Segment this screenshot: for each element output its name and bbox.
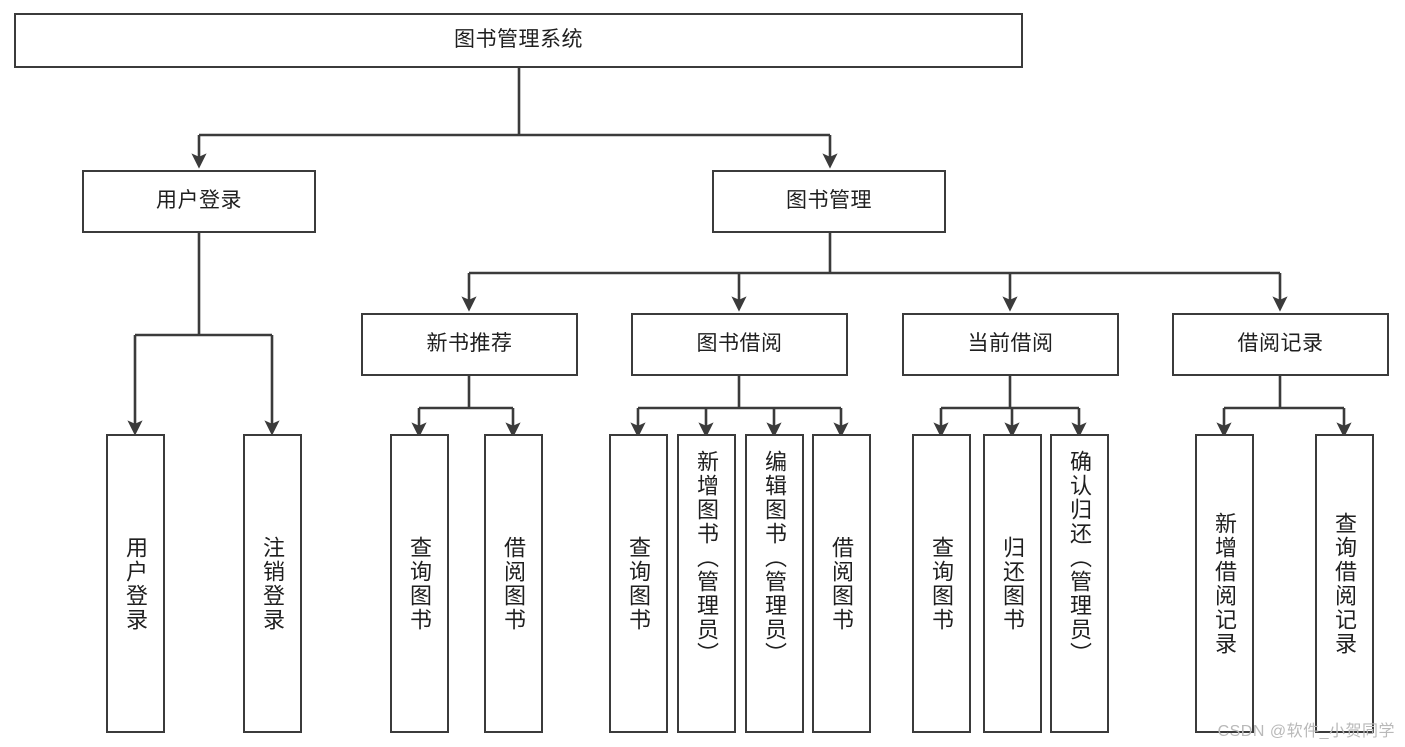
node-label: 借阅图书: [501, 535, 527, 632]
leaf-current-borrow-query-book[interactable]: 查询图书: [912, 434, 971, 733]
node-label: 查询图书: [929, 535, 955, 632]
leaf-book-borrow-borrow-book[interactable]: 借阅图书: [812, 434, 871, 733]
node-label: 确认归还（管理员）: [1067, 450, 1093, 666]
node-label: 新书推荐: [426, 332, 513, 356]
node-label: 归还图书: [1000, 535, 1026, 632]
node-current-borrow[interactable]: 当前借阅: [902, 313, 1119, 376]
leaf-current-borrow-return-book[interactable]: 归还图书: [983, 434, 1042, 733]
leaf-borrow-record-add-record[interactable]: 新增借阅记录: [1195, 434, 1254, 733]
node-user-login[interactable]: 用户登录: [82, 170, 316, 233]
leaf-user-login-login[interactable]: 用户登录: [106, 434, 165, 733]
node-borrow-record[interactable]: 借阅记录: [1172, 313, 1389, 376]
node-label: 图书借阅: [696, 332, 783, 356]
node-book-management[interactable]: 图书管理: [712, 170, 946, 233]
node-label: 借阅图书: [829, 535, 855, 632]
node-label: 图书管理系统: [454, 28, 583, 52]
node-label: 用户登录: [156, 189, 242, 213]
node-label: 查询图书: [626, 535, 652, 632]
leaf-current-borrow-confirm-return-admin[interactable]: 确认归还（管理员）: [1050, 434, 1109, 733]
leaf-user-login-logout[interactable]: 注销登录: [243, 434, 302, 733]
node-book-borrow[interactable]: 图书借阅: [631, 313, 848, 376]
node-label: 借阅记录: [1237, 332, 1324, 356]
node-new-book-recommend[interactable]: 新书推荐: [361, 313, 578, 376]
node-label: 查询图书: [407, 535, 433, 632]
node-label: 查询借阅记录: [1332, 511, 1358, 656]
leaf-book-borrow-edit-book-admin[interactable]: 编辑图书（管理员）: [745, 434, 804, 733]
leaf-new-book-borrow-book[interactable]: 借阅图书: [484, 434, 543, 733]
node-label: 当前借阅: [967, 332, 1054, 356]
node-label: 编辑图书（管理员）: [762, 450, 788, 666]
node-label: 新增借阅记录: [1212, 511, 1238, 656]
node-label: 图书管理: [786, 189, 872, 213]
node-label: 新增图书（管理员）: [694, 450, 720, 666]
leaf-book-borrow-add-book-admin[interactable]: 新增图书（管理员）: [677, 434, 736, 733]
leaf-borrow-record-query-record[interactable]: 查询借阅记录: [1315, 434, 1374, 733]
node-label: 用户登录: [123, 535, 149, 632]
leaf-new-book-query-book[interactable]: 查询图书: [390, 434, 449, 733]
node-label: 注销登录: [260, 535, 286, 632]
leaf-book-borrow-query-book[interactable]: 查询图书: [609, 434, 668, 733]
node-root-book-management-system[interactable]: 图书管理系统: [14, 13, 1023, 68]
